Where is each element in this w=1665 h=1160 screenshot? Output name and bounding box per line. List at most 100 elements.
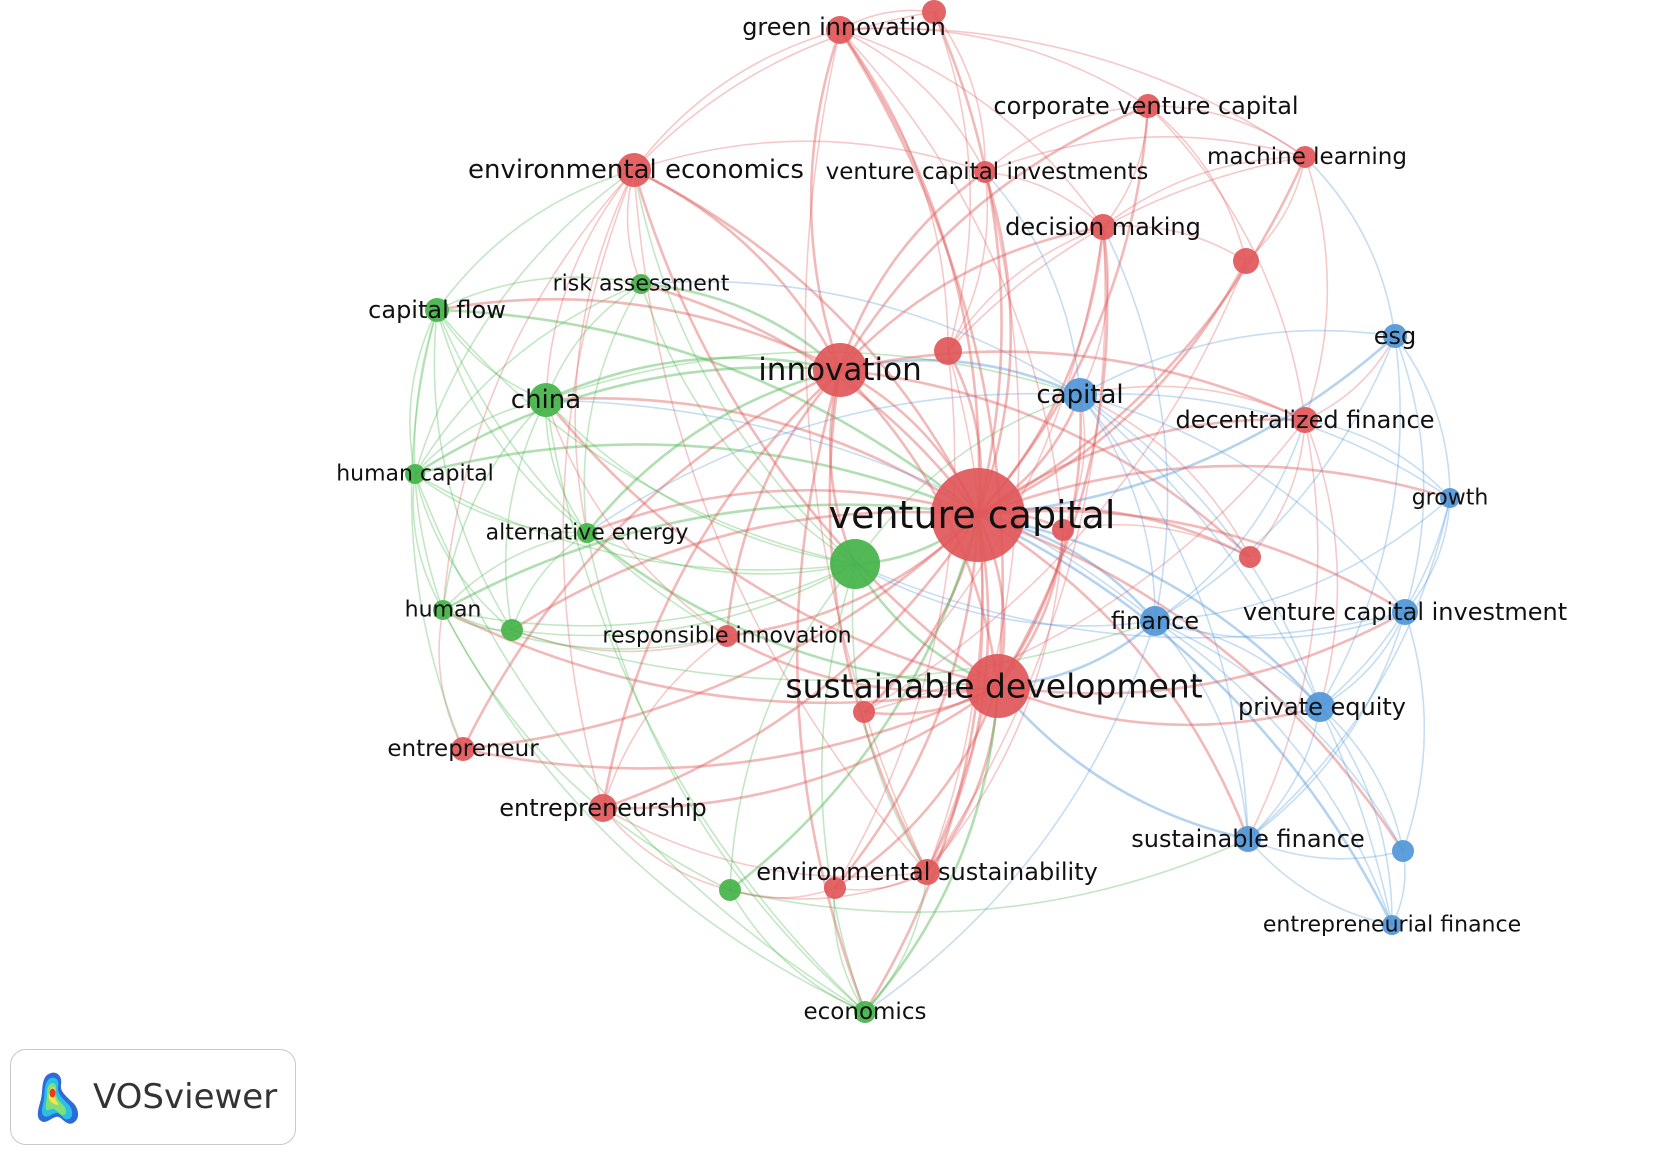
link-venture_capital-china	[545, 397, 979, 517]
label-entrepreneurship: entrepreneurship	[499, 794, 707, 822]
link-responsible_innovation-human	[442, 609, 728, 650]
link-corporate_venture_capital-decision_making	[1102, 105, 1149, 228]
label-risk-assessment: risk assessment	[553, 272, 730, 297]
link-sustainable_development-human	[442, 608, 999, 705]
node-red-u7[interactable]	[824, 877, 846, 899]
node-innovation[interactable]	[813, 343, 867, 397]
node-growth[interactable]	[1440, 488, 1460, 508]
link-corporate_venture_capital-red_u2	[1147, 105, 1247, 262]
label-innovation: innovation	[758, 352, 922, 388]
link-green_innovation-machine_learning	[839, 27, 1306, 158]
link-innovation-decision_making	[839, 225, 1104, 371]
link-decentralized_finance-red_u6	[863, 419, 1306, 713]
link-capital-entrepreneurial_finance	[1079, 394, 1393, 926]
node-entrepreneurship[interactable]	[589, 794, 617, 822]
node-decision-making[interactable]	[1090, 214, 1116, 240]
link-venture_capital-environmental_economics	[633, 168, 980, 516]
link-environmental_economics-alternative_energy	[574, 169, 635, 534]
link-decision_making-red_u6	[863, 226, 1104, 713]
node-economics[interactable]	[854, 1001, 876, 1023]
node-capital[interactable]	[1063, 378, 1097, 412]
link-decision_making-environmental_sustainability	[926, 226, 1106, 873]
link-venture_capital-venture_capital_investments	[976, 171, 1013, 516]
link-capital_flow-human	[413, 309, 444, 611]
node-responsible-innovation[interactable]	[716, 625, 738, 647]
node-human-capital[interactable]	[405, 464, 425, 484]
label-esg: esg	[1374, 322, 1417, 350]
link-finance-private_equity	[1154, 620, 1321, 708]
node-environmental-economics[interactable]	[617, 153, 651, 187]
node-risk-assessment[interactable]	[631, 274, 651, 294]
node-red-u1[interactable]	[922, 0, 946, 24]
link-alternative_energy-green_big	[586, 532, 856, 575]
label-capital: capital	[1036, 380, 1123, 410]
link-venture_capital-machine_learning	[977, 156, 1307, 517]
node-finance[interactable]	[1140, 606, 1170, 636]
node-sustainable-finance[interactable]	[1235, 826, 1261, 852]
vosviewer-brand-name: VOSviewer	[93, 1077, 278, 1117]
node-red-u3[interactable]	[934, 337, 962, 365]
node-red-u5[interactable]	[1239, 546, 1261, 568]
node-decentralized-finance[interactable]	[1292, 407, 1318, 433]
link-decentralized_finance-sustainable_finance	[1247, 419, 1319, 840]
label-environmental-economics: environmental economics	[468, 155, 804, 185]
label-venture-capital-investment: venture capital investment	[1243, 598, 1567, 626]
node-entrepreneurial-finance[interactable]	[1382, 915, 1402, 935]
link-innovation-human_capital	[414, 365, 841, 476]
link-sustainable_development-sustainable_finance	[997, 685, 1249, 841]
node-entrepreneur[interactable]	[451, 737, 475, 761]
link-entrepreneurship-environmental_sustainability	[602, 807, 928, 878]
link-decentralized_finance-red_u5	[1249, 419, 1306, 558]
node-human[interactable]	[433, 600, 453, 620]
link-sustainable_development-capital	[996, 394, 1082, 687]
link-venture_capital-green_u1	[511, 510, 979, 632]
node-red-u6[interactable]	[853, 701, 875, 723]
node-red-u4[interactable]	[1052, 519, 1074, 541]
link-alternative_energy-economics	[586, 532, 866, 1013]
node-green-big[interactable]	[830, 539, 880, 589]
link-capital_flow-alternative_energy	[436, 309, 588, 534]
link-china-human	[442, 399, 547, 611]
node-green-u2[interactable]	[719, 879, 741, 901]
node-environmental-sustainability[interactable]	[914, 859, 940, 885]
node-esg[interactable]	[1383, 324, 1407, 348]
node-alternative-energy[interactable]	[577, 523, 597, 543]
node-sustainable-development[interactable]	[966, 654, 1030, 718]
link-sustainable_finance-blue_u1	[1247, 838, 1404, 860]
node-machine-learning[interactable]	[1294, 146, 1316, 168]
link-china-economics	[545, 399, 866, 1013]
node-private-equity[interactable]	[1305, 692, 1335, 722]
node-venture-capital-investment[interactable]	[1392, 599, 1418, 625]
link-risk_assessment-alternative_energy	[583, 283, 642, 534]
link-green_big-capital	[854, 394, 1081, 565]
link-entrepreneurship-green_u2	[602, 807, 731, 891]
node-venture-capital-investments[interactable]	[974, 161, 996, 183]
node-corporate-venture-capital[interactable]	[1136, 94, 1160, 118]
link-capital_flow-risk_assessment	[436, 276, 642, 311]
link-machine_learning-esg	[1304, 156, 1396, 337]
link-green_u1-finance	[511, 620, 1156, 681]
link-decentralized_finance-innovation	[839, 350, 1306, 422]
label-entrepreneur: entrepreneur	[387, 736, 539, 762]
node-green-u1[interactable]	[501, 619, 523, 641]
label-green-innovation: green innovation	[742, 13, 946, 41]
link-decentralized_finance-growth	[1304, 419, 1451, 499]
link-entrepreneurship-innovation	[601, 369, 841, 809]
link-innovation-green_innovation	[809, 29, 842, 371]
node-china[interactable]	[529, 383, 563, 417]
link-human-green_u2	[442, 609, 731, 891]
node-blue-u1[interactable]	[1392, 840, 1414, 862]
link-venture_capital_investments-decision_making	[984, 171, 1104, 228]
vosviewer-brand-badge: VOSviewer	[10, 1049, 296, 1145]
node-capital-flow[interactable]	[425, 298, 449, 322]
link-finance-venture_capital_investment	[1154, 611, 1406, 639]
link-capital-esg	[1079, 329, 1396, 396]
link-environmental_economics-green_big	[633, 169, 856, 565]
node-green-innovation[interactable]	[826, 16, 854, 44]
node-red-u2[interactable]	[1233, 248, 1259, 274]
label-corporate-venture-capital: corporate venture capital	[993, 92, 1298, 120]
node-venture-capital[interactable]	[931, 468, 1025, 562]
link-responsible_innovation-china	[545, 399, 728, 637]
